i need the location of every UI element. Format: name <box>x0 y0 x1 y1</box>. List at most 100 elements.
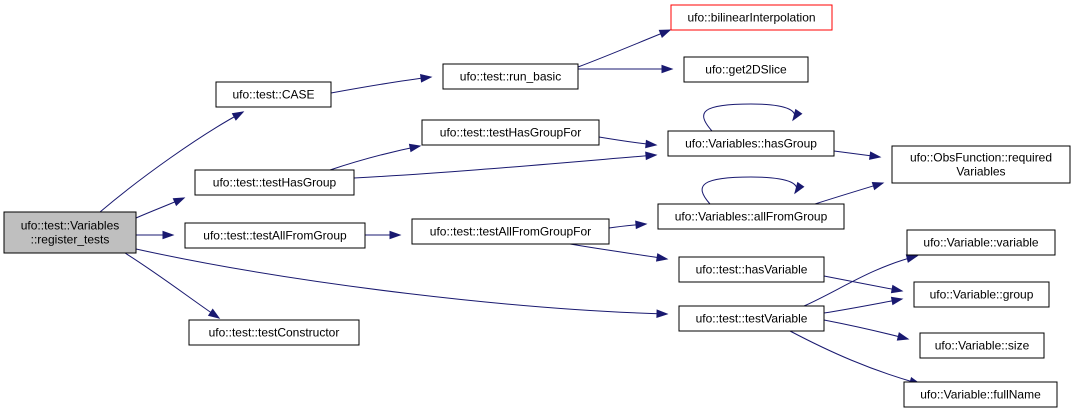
arrowhead-icon <box>792 108 803 122</box>
node-testHasGroup[interactable]: ufo::test::testHasGroup <box>194 169 355 196</box>
arrowhead-icon <box>905 254 919 263</box>
edge-hasGroup-to-hasGroup <box>703 103 803 132</box>
edge-hasGroup-to-requiredVariables <box>833 150 882 160</box>
node-bilinearInterpolation[interactable]: ufo::bilinearInterpolation <box>670 4 833 31</box>
node-label: ufo::Variables::hasGroup <box>685 137 817 151</box>
arrowhead-icon <box>890 296 904 306</box>
node-box[interactable] <box>891 145 1071 184</box>
arrowhead-icon <box>408 143 422 153</box>
node-box[interactable] <box>188 319 360 346</box>
node-box[interactable] <box>678 305 825 332</box>
edge-testHasGroup-to-hasGroup <box>353 151 658 179</box>
node-label: ufo::test::run_basic <box>460 70 561 84</box>
edge-line <box>703 103 796 132</box>
arrowhead-icon <box>658 29 672 38</box>
node-testVariable[interactable]: ufo::test::testVariable <box>678 305 825 332</box>
node-box[interactable] <box>194 169 355 196</box>
arrowhead-icon <box>890 284 904 294</box>
node-label: ufo::test::testAllFromGroupFor <box>430 225 591 239</box>
edge-line <box>577 29 671 68</box>
edge-testAllFromGroupFor-to-allFromGroup <box>608 220 648 230</box>
edge-run_basic-to-bilinearInterpolation <box>577 29 672 68</box>
node-testConstructor[interactable]: ufo::test::testConstructor <box>188 319 360 346</box>
node-label: ufo::Variables::allFromGroup <box>675 210 828 224</box>
node-box[interactable] <box>411 218 610 245</box>
node-group[interactable]: ufo::Variable::group <box>913 281 1050 308</box>
nodes-layer: ufo::test::Variables::register_testsufo:… <box>3 4 1071 408</box>
node-label: Variables <box>956 165 1005 179</box>
arrowhead-icon <box>645 151 658 161</box>
node-label: ufo::test::testVariable <box>696 312 808 326</box>
node-testAllFromGroupFor[interactable]: ufo::test::testAllFromGroupFor <box>411 218 610 245</box>
edge-line <box>823 298 903 314</box>
node-run_basic[interactable]: ufo::test::run_basic <box>442 63 579 90</box>
node-label: ufo::test::testHasGroup <box>213 176 337 190</box>
node-box[interactable] <box>667 130 835 157</box>
edge-register_tests-to-testVariable <box>135 248 669 318</box>
edge-register_tests-to-testConstructor <box>124 252 221 319</box>
node-label: ufo::test::Variables <box>21 219 120 233</box>
edge-line <box>789 330 921 385</box>
edge-register_tests-to-testHasGroup <box>135 197 186 219</box>
node-testAllFromGroup[interactable]: ufo::test::testAllFromGroup <box>184 222 366 249</box>
node-hasVariable[interactable]: ufo::test::hasVariable <box>678 256 825 283</box>
edge-line <box>823 319 909 340</box>
node-label: ufo::test::hasVariable <box>696 263 808 277</box>
edge-CASE-to-run_basic <box>330 73 433 94</box>
node-box[interactable] <box>184 222 366 249</box>
node-label: ufo::test::testHasGroupFor <box>440 126 581 140</box>
edge-register_tests-to-testAllFromGroup <box>136 230 175 240</box>
node-hasGroup[interactable]: ufo::Variables::hasGroup <box>667 130 835 157</box>
arrowhead-icon <box>896 332 910 341</box>
node-box[interactable] <box>421 119 600 146</box>
edge-testVariable-to-size <box>823 319 910 341</box>
node-label: ufo::bilinearInterpolation <box>687 11 815 25</box>
edge-testHasGroupFor-to-hasGroup <box>598 136 658 149</box>
arrowhead-icon <box>420 73 433 83</box>
arrowhead-icon <box>231 111 245 121</box>
edge-testHasGroup-to-testHasGroupFor <box>329 143 422 171</box>
node-label: ufo::Variable::size <box>935 339 1030 353</box>
arrowhead-icon <box>661 64 674 74</box>
node-box[interactable] <box>678 256 825 283</box>
edge-line <box>329 145 421 171</box>
edges-layer <box>99 29 922 386</box>
edge-line <box>803 255 918 307</box>
arrowhead-icon <box>871 181 885 191</box>
node-box[interactable] <box>913 281 1050 308</box>
node-box[interactable] <box>919 332 1045 359</box>
node-CASE[interactable]: ufo::test::CASE <box>215 81 332 108</box>
edge-run_basic-to-get2DSlice <box>578 64 674 74</box>
edge-testVariable-to-group <box>823 296 904 314</box>
node-box[interactable] <box>3 211 137 254</box>
node-box[interactable] <box>683 56 809 83</box>
edge-line <box>569 243 668 260</box>
node-label: ufo::Variable::variable <box>923 236 1039 250</box>
node-label: ufo::Variable::fullName <box>920 388 1041 402</box>
edge-testAllFromGroup-to-testAllFromGroupFor <box>365 230 402 240</box>
node-allFromGroup[interactable]: ufo::Variables::allFromGroup <box>657 203 845 230</box>
node-box[interactable] <box>215 81 332 108</box>
node-fullName[interactable]: ufo::Variable::fullName <box>903 381 1058 408</box>
node-variable[interactable]: ufo::Variable::variable <box>906 229 1056 256</box>
edge-line <box>353 154 657 179</box>
node-register_tests[interactable]: ufo::test::Variables::register_tests <box>3 211 137 254</box>
node-box[interactable] <box>442 63 579 90</box>
node-size[interactable]: ufo::Variable::size <box>919 332 1045 359</box>
edge-allFromGroup-to-allFromGroup <box>701 176 805 205</box>
node-label: ufo::Variable::group <box>930 288 1034 302</box>
node-get2DSlice[interactable]: ufo::get2DSlice <box>683 56 809 83</box>
node-box[interactable] <box>906 229 1056 256</box>
node-box[interactable] <box>657 203 845 230</box>
node-label: ufo::test::CASE <box>232 88 314 102</box>
edge-testAllFromGroupFor-to-hasVariable <box>569 243 669 262</box>
node-testHasGroupFor[interactable]: ufo::test::testHasGroupFor <box>421 119 600 146</box>
arrowhead-icon <box>389 230 402 240</box>
arrowhead-icon <box>207 308 221 319</box>
node-box[interactable] <box>903 381 1058 408</box>
edge-line <box>99 111 244 213</box>
node-label: ufo::get2DSlice <box>705 63 787 77</box>
node-box[interactable] <box>670 4 833 31</box>
arrowhead-icon <box>655 253 669 262</box>
